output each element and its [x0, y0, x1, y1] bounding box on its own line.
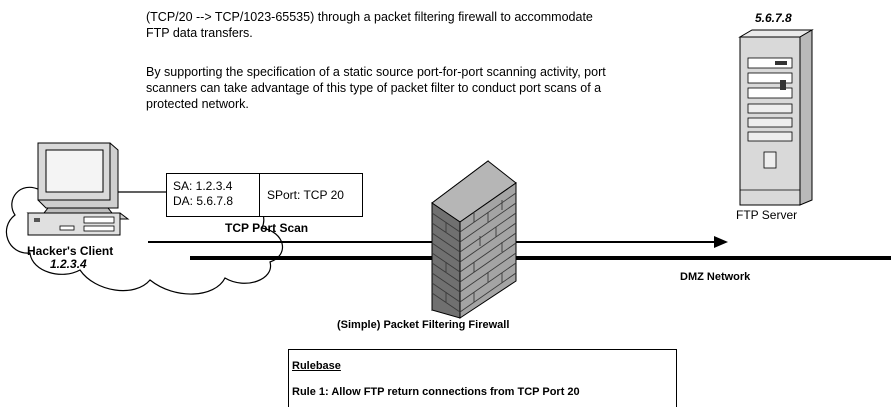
packet-addresses: SA: 1.2.3.4 DA: 5.6.7.8 — [173, 179, 233, 209]
ftp-server-icon — [738, 29, 814, 206]
source-address: SA: 1.2.3.4 — [173, 179, 233, 193]
description-paragraph-2: By supporting the specification of a sta… — [146, 64, 606, 112]
client-label: Hacker's Client — [27, 244, 114, 258]
destination-address: DA: 5.6.7.8 — [173, 194, 234, 208]
packet-divider — [259, 174, 260, 216]
source-port: SPort: TCP 20 — [267, 188, 344, 202]
client-ip-label: 1.2.3.4 — [50, 257, 87, 271]
server-ip-label: 5.6.7.8 — [755, 11, 792, 25]
description-paragraph-1: (TCP/20 --> TCP/1023-65535) through a pa… — [146, 9, 593, 41]
dmz-network-label: DMZ Network — [680, 271, 751, 283]
description-line: (TCP/20 --> TCP/1023-65535) through a pa… — [146, 10, 593, 24]
firewall-label: (Simple) Packet Filtering Firewall — [337, 319, 510, 331]
ftp-server-label: FTP Server — [736, 208, 798, 222]
port-scan-caption: TCP Port Scan — [225, 221, 309, 235]
rulebase-title: Rulebase — [292, 360, 341, 372]
description-line: scanners can take advantage of this type… — [146, 81, 602, 95]
rule-1: Rule 1: Allow FTP return connections fro… — [292, 386, 580, 398]
port-scan-arrowhead — [714, 236, 728, 248]
firewall-wall-icon — [431, 160, 517, 319]
description-line: protected network. — [146, 97, 249, 111]
packet-header-box: SA: 1.2.3.4 DA: 5.6.7.8 SPort: TCP 20 — [166, 173, 363, 217]
description-line: By supporting the specification of a sta… — [146, 65, 606, 79]
client-computer-icon — [26, 142, 130, 236]
rulebase-box: Rulebase Rule 1: Allow FTP return connec… — [288, 349, 677, 407]
description-line: FTP data transfers. — [146, 26, 253, 40]
